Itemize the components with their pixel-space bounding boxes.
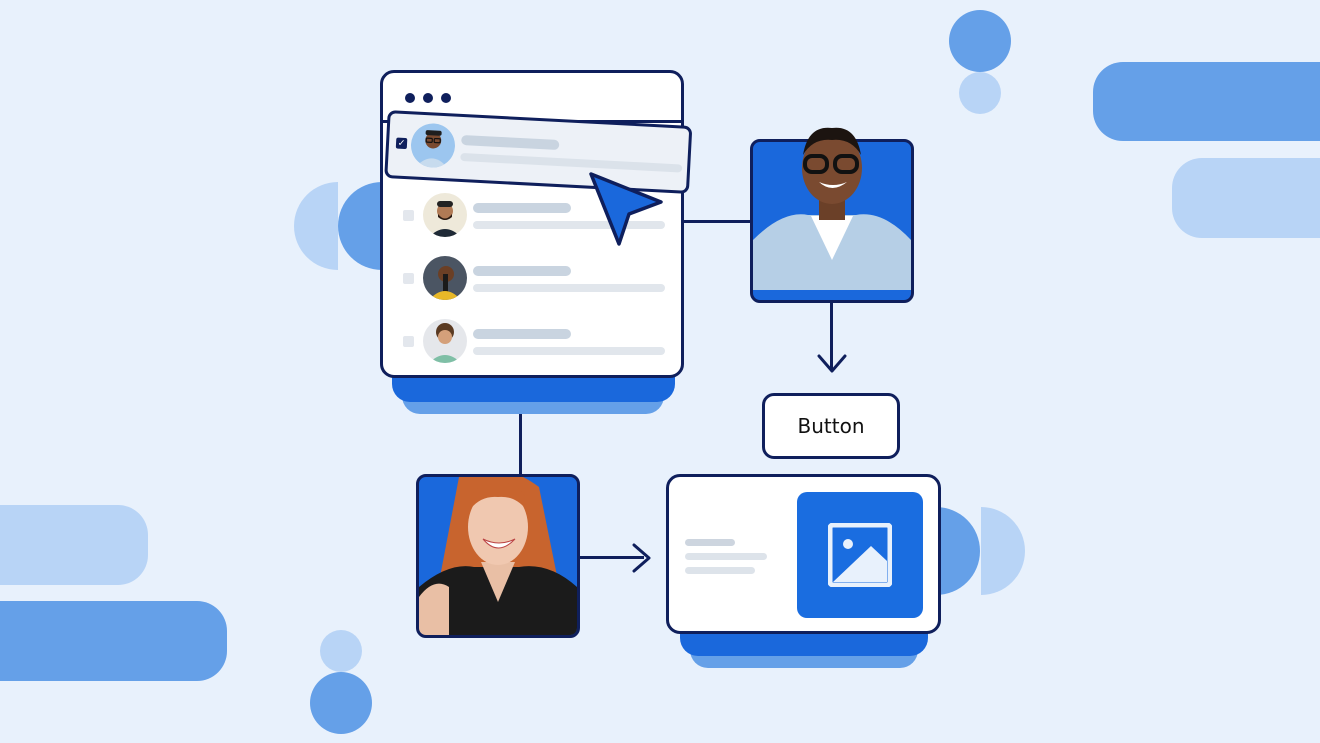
window-dot[interactable]	[423, 93, 433, 103]
connector-window-to-man	[684, 220, 752, 223]
woman-yellow-avatar	[423, 256, 467, 300]
window-controls	[405, 93, 451, 103]
window-dot[interactable]	[441, 93, 451, 103]
row-checkbox[interactable]	[403, 273, 414, 284]
man-glasses-avatar	[409, 122, 457, 169]
deco-circle	[949, 10, 1011, 72]
deco-half-circle	[294, 182, 338, 270]
name-placeholder-bar	[473, 266, 571, 276]
detail-placeholder-bar	[473, 347, 665, 355]
text-placeholder-line	[685, 553, 767, 560]
man-with-glasses-photo	[750, 127, 914, 303]
deco-pill	[1093, 62, 1320, 141]
text-placeholder-line	[685, 539, 735, 546]
image-thumbnail	[797, 492, 923, 618]
deco-pill	[0, 601, 227, 681]
detail-placeholder-bar	[473, 221, 665, 229]
row-checkbox[interactable]	[403, 210, 414, 221]
bearded-man-avatar	[423, 193, 467, 237]
deco-circle	[310, 672, 372, 734]
selected-list-item[interactable]: ✓	[384, 110, 693, 194]
connector-woman-to-card	[578, 556, 644, 559]
deco-half-circle	[981, 507, 1025, 595]
deco-circle	[959, 72, 1001, 114]
curly-man-avatar	[423, 319, 467, 363]
arrow-right-icon	[632, 543, 651, 573]
connector-man-to-button	[830, 300, 833, 370]
deco-circle	[320, 630, 362, 672]
row-checkbox-checked[interactable]: ✓	[395, 137, 408, 150]
text-placeholder-line	[685, 567, 755, 574]
list-item[interactable]	[403, 256, 665, 302]
name-placeholder-bar	[473, 203, 571, 213]
name-placeholder-bar	[473, 329, 571, 339]
image-card[interactable]	[666, 474, 941, 634]
deco-pill	[1172, 158, 1320, 238]
image-icon	[828, 523, 892, 587]
smiling-woman-photo	[416, 474, 580, 638]
list-item[interactable]	[403, 319, 665, 365]
detail-placeholder-bar	[473, 284, 665, 292]
connector-window-to-woman	[519, 414, 522, 476]
row-checkbox[interactable]	[403, 336, 414, 347]
pointer-cursor-icon	[589, 172, 663, 246]
name-placeholder-bar	[461, 134, 560, 151]
button[interactable]: Button	[762, 393, 900, 459]
deco-pill	[0, 505, 148, 585]
arrow-down-icon	[817, 354, 847, 373]
window-dot[interactable]	[405, 93, 415, 103]
list-item[interactable]	[403, 193, 665, 239]
